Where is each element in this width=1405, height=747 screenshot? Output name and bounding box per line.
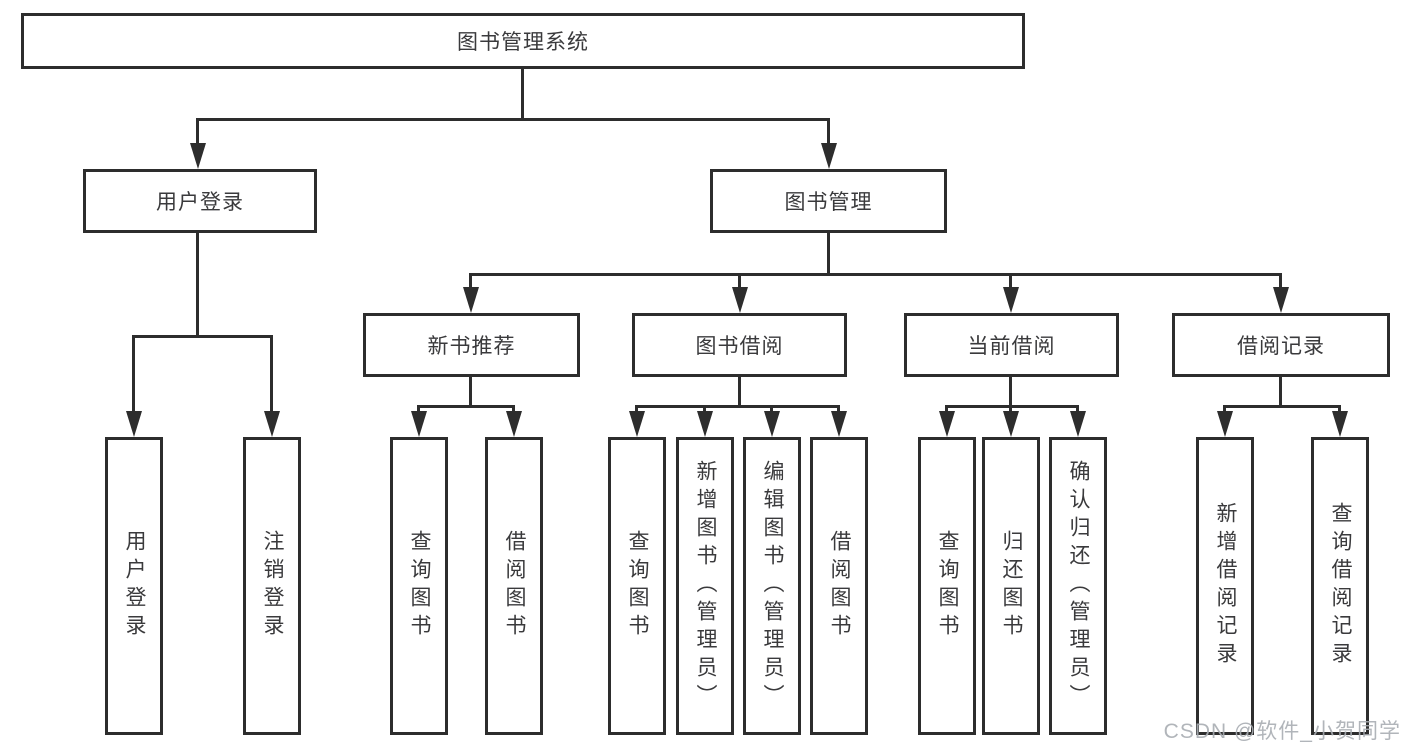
connector-line (1279, 273, 1282, 293)
connector-line (417, 405, 515, 408)
leaf-label: 借阅图书 (828, 530, 852, 642)
connector-line (469, 273, 472, 293)
connector-line (827, 118, 830, 146)
node-label: 借阅记录 (1237, 335, 1325, 358)
leaf-query-books-borrow: 查询图书 (608, 437, 666, 735)
connector-line (521, 69, 524, 120)
arrow-down-icon (190, 143, 206, 169)
node-book-borrowing: 图书借阅 (632, 313, 847, 377)
node-label: 图书管理 (784, 191, 873, 214)
arrow-down-icon (1070, 411, 1086, 437)
leaf-edit-book-admin: 编辑图书（管理员） (743, 437, 801, 735)
leaf-label: 查询图书 (626, 530, 650, 642)
arrow-down-icon (1003, 287, 1019, 313)
leaf-query-books-current: 查询图书 (918, 437, 976, 735)
leaf-logout: 注销登录 (243, 437, 301, 735)
connector-line (1009, 273, 1012, 293)
connector-line (132, 335, 135, 415)
connector-line (469, 377, 472, 407)
arrow-down-icon (764, 411, 780, 437)
leaf-label: 新增借阅记录 (1214, 502, 1238, 670)
node-label: 图书借阅 (695, 335, 784, 358)
connector-line (945, 405, 1079, 408)
arrow-down-icon (697, 411, 713, 437)
node-library-system: 图书管理系统 (21, 13, 1025, 69)
arrow-down-icon (1217, 411, 1233, 437)
leaf-label: 查询图书 (408, 530, 432, 642)
arrow-down-icon (506, 411, 522, 437)
connector-line (1223, 405, 1341, 408)
connector-line (196, 233, 199, 337)
arrow-down-icon (629, 411, 645, 437)
leaf-borrow-books-borrow: 借阅图书 (810, 437, 868, 735)
connector-line (635, 405, 840, 408)
leaf-label: 借阅图书 (503, 530, 527, 642)
leaf-add-book-admin: 新增图书（管理员） (676, 437, 734, 735)
connector-line (132, 335, 273, 338)
node-label: 用户登录 (156, 191, 244, 214)
arrow-down-icon (821, 143, 837, 169)
node-current-borrowing: 当前借阅 (904, 313, 1119, 377)
node-new-book-recommendation: 新书推荐 (363, 313, 580, 377)
leaf-label: 查询借阅记录 (1329, 502, 1353, 670)
leaf-label: 查询图书 (936, 530, 960, 642)
connector-line (469, 273, 1282, 276)
leaf-user-login: 用户登录 (105, 437, 163, 735)
leaf-label: 编辑图书（管理员） (761, 460, 785, 712)
leaf-add-borrow-record: 新增借阅记录 (1196, 437, 1254, 735)
arrow-down-icon (1332, 411, 1348, 437)
leaf-label: 新增图书（管理员） (694, 460, 718, 712)
connector-line (1009, 377, 1012, 407)
connector-line (1279, 377, 1282, 407)
node-label: 当前借阅 (967, 335, 1056, 358)
connector-line (738, 273, 741, 293)
watermark: CSDN @软件_小贺同学 (1163, 720, 1401, 743)
leaf-label: 注销登录 (261, 530, 285, 642)
node-borrowing-records: 借阅记录 (1172, 313, 1390, 377)
node-label: 新书推荐 (427, 335, 516, 358)
connector-line (196, 118, 199, 146)
leaf-confirm-return-admin: 确认归还（管理员） (1049, 437, 1107, 735)
arrow-down-icon (411, 411, 427, 437)
arrow-down-icon (939, 411, 955, 437)
leaf-label: 归还图书 (1000, 530, 1024, 642)
connector-line (827, 233, 830, 276)
leaf-borrow-books-recommend: 借阅图书 (485, 437, 543, 735)
arrow-down-icon (831, 411, 847, 437)
node-label: 图书管理系统 (457, 31, 589, 54)
connector-line (270, 335, 273, 415)
arrow-down-icon (264, 411, 280, 437)
leaf-query-borrow-record: 查询借阅记录 (1311, 437, 1369, 735)
leaf-return-books: 归还图书 (982, 437, 1040, 735)
arrow-down-icon (1003, 411, 1019, 437)
arrow-down-icon (126, 411, 142, 437)
leaf-label: 确认归还（管理员） (1067, 460, 1091, 712)
node-user-login: 用户登录 (83, 169, 317, 233)
arrow-down-icon (1273, 287, 1289, 313)
arrow-down-icon (463, 287, 479, 313)
connector-line (738, 377, 741, 407)
node-book-management: 图书管理 (710, 169, 947, 233)
arrow-down-icon (732, 287, 748, 313)
leaf-query-books-recommend: 查询图书 (390, 437, 448, 735)
connector-line (196, 118, 830, 121)
leaf-label: 用户登录 (123, 530, 147, 642)
